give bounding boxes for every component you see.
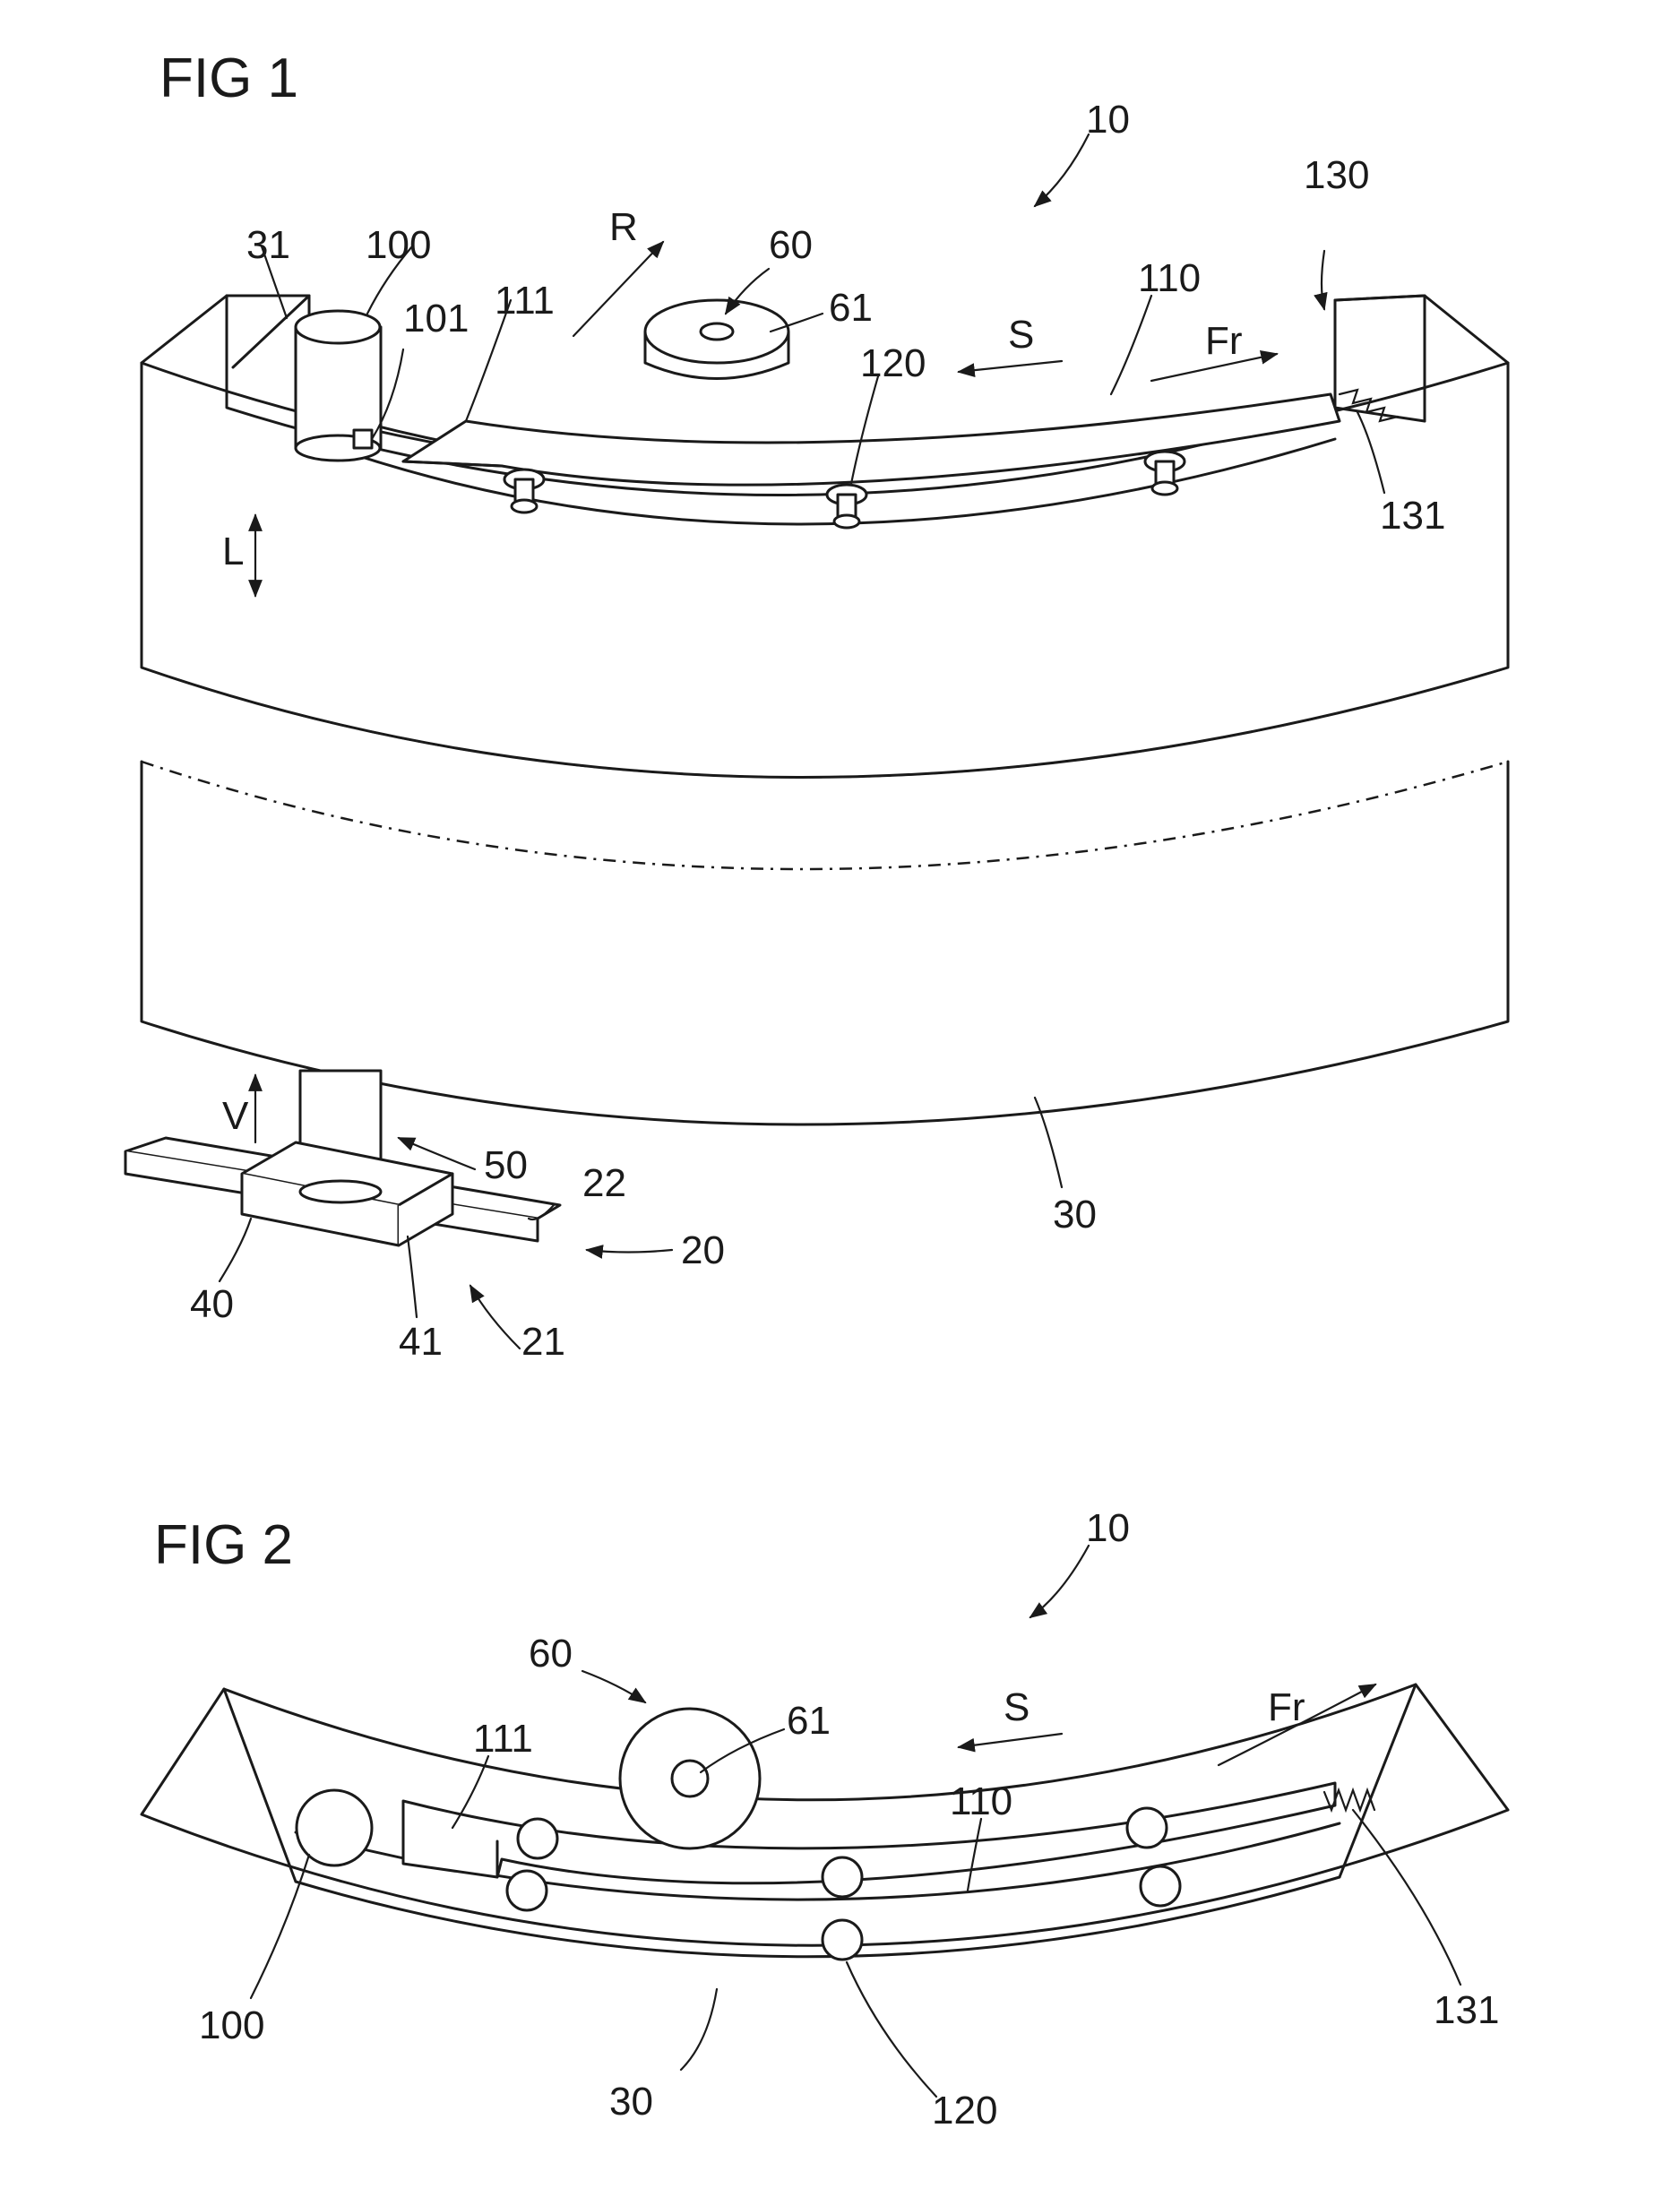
label-R: R <box>609 205 638 249</box>
label-111-top: 111 <box>473 1717 533 1761</box>
label-40: 40 <box>190 1282 234 1326</box>
leader-30-top <box>681 1989 717 2070</box>
label-120: 120 <box>860 341 926 385</box>
label-S-top: S <box>1004 1685 1030 1729</box>
leader-120-top <box>847 1962 936 2097</box>
disc-61-top <box>620 1709 760 1848</box>
label-60-top: 60 <box>529 1632 573 1676</box>
label-30: 30 <box>1053 1193 1097 1236</box>
disc-61 <box>645 300 788 379</box>
label-10-top: 10 <box>1086 1506 1130 1550</box>
fig2-title: FIG 2 <box>154 1514 293 1576</box>
label-61-top: 61 <box>787 1699 831 1743</box>
label-22: 22 <box>582 1161 626 1205</box>
label-131: 131 <box>1380 494 1445 538</box>
leader-10-top <box>1030 1546 1089 1617</box>
pin-100-top <box>297 1790 372 1865</box>
label-S: S <box>1008 313 1034 357</box>
leader-100-top <box>251 1855 309 1998</box>
label-10: 10 <box>1086 98 1130 142</box>
fig1-title: FIG 1 <box>159 47 298 109</box>
label-31: 31 <box>246 223 290 267</box>
label-100-top: 100 <box>199 2003 264 2047</box>
label-60: 60 <box>769 223 813 267</box>
label-21: 21 <box>521 1320 565 1364</box>
leader-40 <box>220 1219 251 1281</box>
leader-130 <box>1322 251 1324 309</box>
leader-41 <box>408 1236 417 1317</box>
leader-10 <box>1035 134 1089 206</box>
leader-20 <box>587 1250 672 1253</box>
label-111: 111 <box>495 279 555 323</box>
label-41: 41 <box>399 1320 443 1364</box>
label-50: 50 <box>484 1143 528 1187</box>
figure-2: FIG 2 <box>142 1506 1508 2132</box>
leader-60-top <box>582 1671 645 1702</box>
label-61: 61 <box>829 286 873 330</box>
label-Fr-top: Fr <box>1268 1685 1305 1729</box>
label-101: 101 <box>403 297 469 340</box>
leader-21 <box>470 1286 520 1348</box>
figure-1: FIG 1 <box>125 47 1508 1364</box>
pin-100 <box>296 311 381 461</box>
label-Fr: Fr <box>1205 319 1243 363</box>
label-20: 20 <box>681 1228 725 1272</box>
label-100: 100 <box>366 223 431 267</box>
leader-131-top <box>1353 1810 1460 1985</box>
label-120-top: 120 <box>932 2089 997 2132</box>
label-130: 130 <box>1304 153 1369 197</box>
leader-110 <box>1111 296 1151 394</box>
leader-131 <box>1357 412 1384 493</box>
arrow-S <box>959 361 1062 372</box>
label-L: L <box>222 530 244 573</box>
label-110-top: 110 <box>950 1779 1012 1823</box>
label-131-top: 131 <box>1434 1988 1499 2032</box>
ring-segment-lower <box>142 668 1508 1124</box>
arrow-S-top <box>959 1734 1062 1747</box>
label-30-top: 30 <box>609 2080 653 2124</box>
label-110: 110 <box>1138 256 1201 300</box>
label-V: V <box>222 1094 249 1138</box>
spring-element-110 <box>403 394 1340 485</box>
